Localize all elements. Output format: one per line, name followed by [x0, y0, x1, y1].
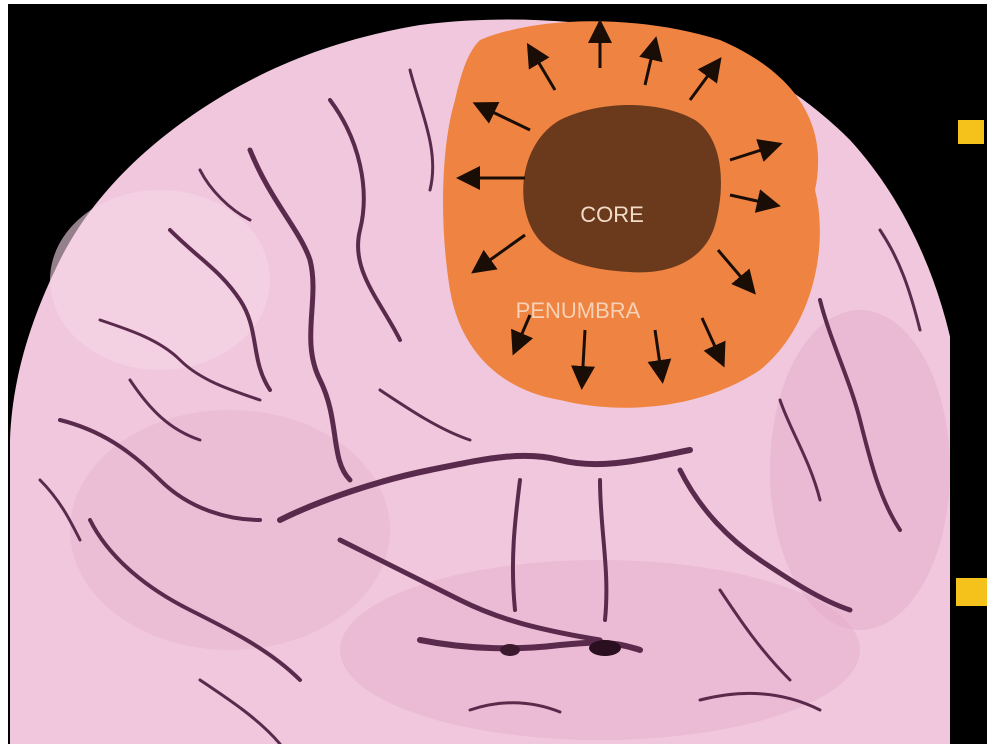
sulcus-spot-2: [500, 644, 520, 656]
core-label: CORE: [580, 202, 644, 227]
penumbra-label: PENUMBRA: [516, 298, 641, 323]
bullet-marker-1: [958, 120, 984, 144]
bullet-marker-2: [956, 578, 987, 606]
sulcus-spot-1: [589, 640, 621, 656]
right-black-strip: [950, 60, 987, 744]
core-region: [523, 105, 721, 272]
